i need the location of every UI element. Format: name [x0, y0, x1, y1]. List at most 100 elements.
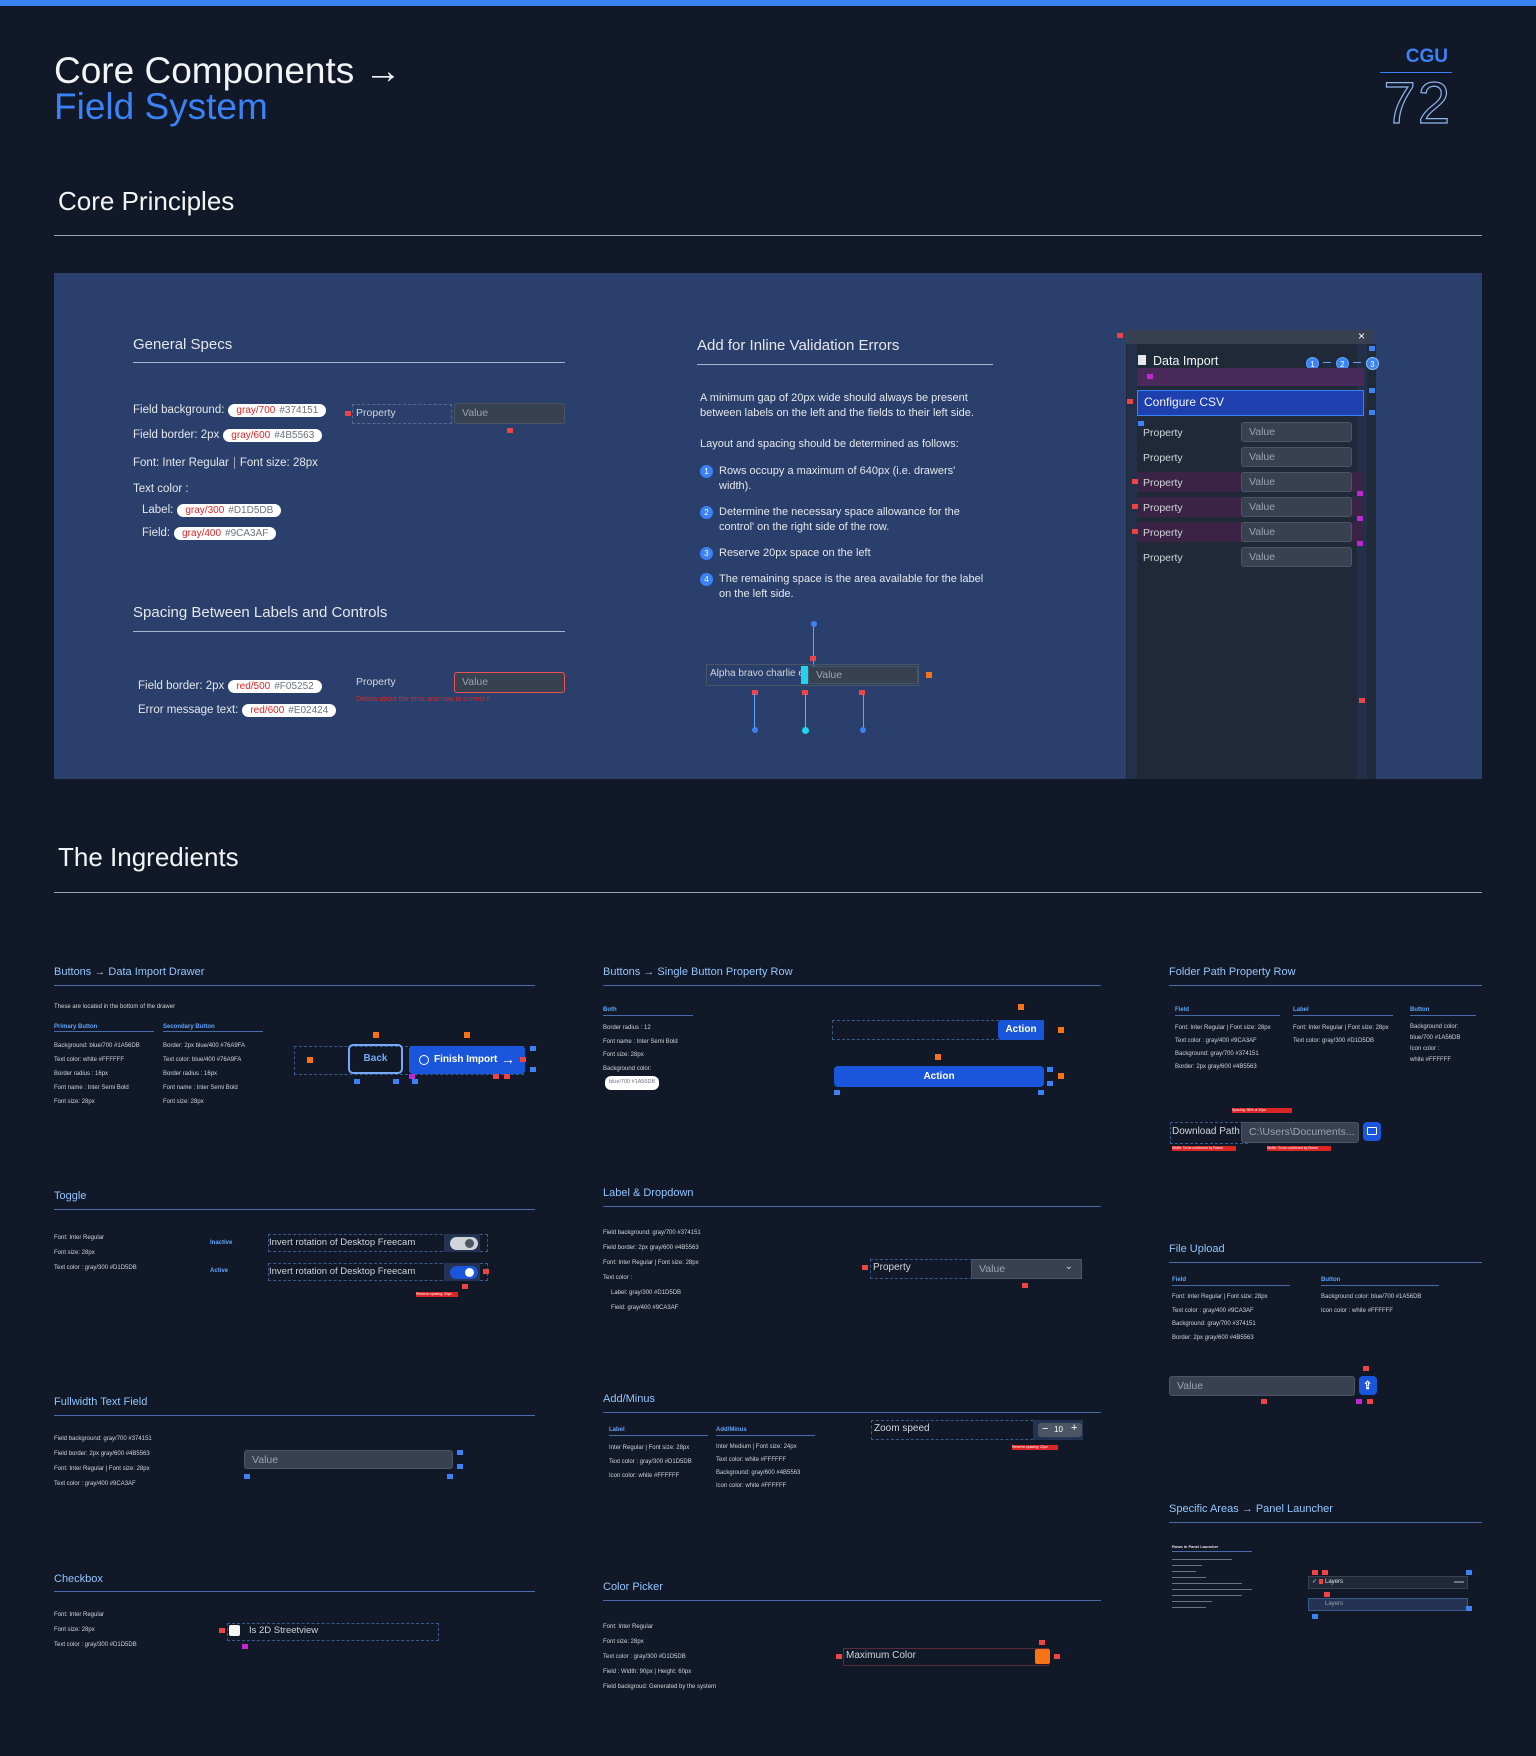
drawer-stepper: 1 2 3 [1306, 354, 1379, 372]
spacing-marker [752, 690, 758, 695]
color-picker-label: Maximum Color [846, 1650, 917, 1661]
spacing-marker [354, 1079, 360, 1084]
step-badge: 1 [700, 465, 713, 478]
demo-property-label: Property [356, 407, 396, 419]
section-divider [54, 892, 1482, 893]
single-button-title: Buttons → Single Button Property Row [603, 966, 793, 978]
gap-highlight [801, 666, 808, 684]
upload-button[interactable]: ⇪ [1359, 1376, 1377, 1395]
file-field-specs: Font: Inter Regular | Font size: 28px Te… [1172, 1294, 1268, 1341]
demo-value-field[interactable]: Value [454, 403, 565, 424]
toggle-knob [465, 1239, 474, 1248]
folder-label-specs: Font: Inter Regular | Font size: 28px Te… [1293, 1025, 1389, 1044]
zoom-speed-label: Zoom speed [874, 1423, 930, 1434]
row-label: Property [1143, 427, 1183, 439]
finish-import-button[interactable]: Finish Import → [409, 1046, 525, 1074]
minus-icon[interactable]: − [1042, 1423, 1049, 1435]
quantity-stepper[interactable]: − 10 + [1038, 1422, 1082, 1437]
label-heading: Label [609, 1427, 625, 1433]
action-button-full[interactable]: Action [834, 1066, 1044, 1087]
card-divider [716, 1435, 815, 1436]
configure-csv-header[interactable] [1137, 390, 1364, 416]
action-button-compact[interactable]: Action [998, 1020, 1044, 1040]
inline-validation-divider [697, 364, 993, 365]
toggle-switch-off[interactable] [450, 1237, 478, 1250]
toggle-label-active: Invert rotation of Desktop Freecam [269, 1266, 416, 1277]
card-divider [1293, 1015, 1393, 1016]
card-divider [1410, 1015, 1476, 1016]
spacing-marker [1357, 491, 1363, 496]
secondary-button-heading: Secondary Button [163, 1024, 215, 1030]
checkbox-title: Checkbox [54, 1573, 103, 1585]
download-path-field[interactable]: C:\Users\Documents... [1241, 1122, 1359, 1143]
steps-list: 1 Rows occupy a maximum of 640px (i.e. d… [700, 464, 992, 604]
spacing-marker [1038, 1090, 1044, 1095]
spacing-marker [1367, 1399, 1373, 1404]
spacing-marker [1312, 1614, 1318, 1619]
panel-launcher-row-hover[interactable]: Layers [1308, 1598, 1468, 1611]
drawer-title: Data Import [1153, 354, 1219, 368]
row-label: Property [1143, 477, 1183, 489]
folder-open-button[interactable] [1363, 1122, 1381, 1141]
add-minus-specs: Inter Medium | Font size: 24px Text colo… [716, 1444, 801, 1489]
color-picker-specs: Font: Inter Regular Font size: 28px Text… [603, 1624, 717, 1690]
page-title: Core Components → [54, 50, 402, 91]
spacing-marker [504, 1074, 510, 1079]
brand-divider [1380, 72, 1452, 73]
card-divider [1169, 985, 1482, 986]
spacing-marker [862, 1265, 868, 1270]
row-value-field[interactable]: Value [1241, 447, 1352, 467]
card-divider [603, 1412, 1101, 1413]
close-icon[interactable]: × [1358, 329, 1366, 343]
checkbox-input[interactable] [229, 1625, 240, 1636]
spacing-marker [1132, 479, 1138, 484]
spacing-marker [530, 1046, 536, 1051]
dropdown-select[interactable]: Value⌄ [971, 1259, 1082, 1279]
brand-number: 72 [1383, 70, 1452, 136]
row-value-field[interactable]: Value [1241, 497, 1352, 517]
spacing-marker [1047, 1081, 1053, 1086]
spacing-marker [926, 672, 932, 678]
toggle-switch-on[interactable] [450, 1266, 478, 1279]
row-value-field[interactable]: Value [1241, 522, 1352, 542]
import-icon [1138, 355, 1146, 365]
stepper-step[interactable]: 3 [1365, 357, 1379, 370]
reserve-note: Reserve spacing: 20px [1012, 1445, 1058, 1450]
row-value-field[interactable]: Value [1241, 472, 1352, 492]
fullwidth-text-field[interactable]: Value [244, 1450, 453, 1469]
spacing-marker [1047, 1067, 1053, 1072]
primary-button-heading: Primary Button [54, 1024, 98, 1030]
spacing-marker [242, 1644, 248, 1649]
brand-logo-text: CGU [1405, 46, 1448, 67]
inline-validation-title: Add for Inline Validation Errors [697, 337, 900, 354]
spacing-marker [393, 1079, 399, 1084]
row-value-field[interactable]: Value [1241, 422, 1352, 442]
row-value-field[interactable]: Value [1241, 547, 1352, 567]
step-text: Reserve 20px space on the left [719, 547, 871, 559]
measure-dot [811, 621, 817, 627]
inline-demo-field[interactable]: Value [808, 666, 918, 684]
panel-launcher-spec-list [1172, 1556, 1262, 1628]
row-label: Property [1143, 552, 1183, 564]
back-button[interactable]: Back [348, 1044, 403, 1074]
panel-launcher-row-selected[interactable]: ✓ Layers [1308, 1576, 1468, 1589]
card-divider [603, 985, 1101, 986]
spec-field-color: Field:gray/400#9CA3AF [142, 527, 277, 540]
label-heading: Label [1293, 1007, 1309, 1013]
chevron-down-icon: ⌄ [1064, 1261, 1073, 1272]
color-swatch[interactable] [1035, 1649, 1050, 1664]
fullwidth-specs: Field background: gray/700 #374151 Field… [54, 1436, 152, 1487]
spacing-marker [1127, 399, 1133, 404]
spacing-marker [462, 1284, 468, 1289]
spacing-marker [1039, 1640, 1045, 1645]
error-demo-field[interactable]: Value [454, 672, 565, 693]
spacing-marker [1132, 529, 1138, 534]
file-upload-field[interactable]: Value [1169, 1376, 1355, 1396]
spacing-marker [530, 1067, 536, 1072]
plus-icon[interactable]: + [1071, 1422, 1078, 1434]
inline-validation-para2: Layout and spacing should be determined … [700, 438, 959, 450]
spacing-marker [1324, 1592, 1330, 1597]
